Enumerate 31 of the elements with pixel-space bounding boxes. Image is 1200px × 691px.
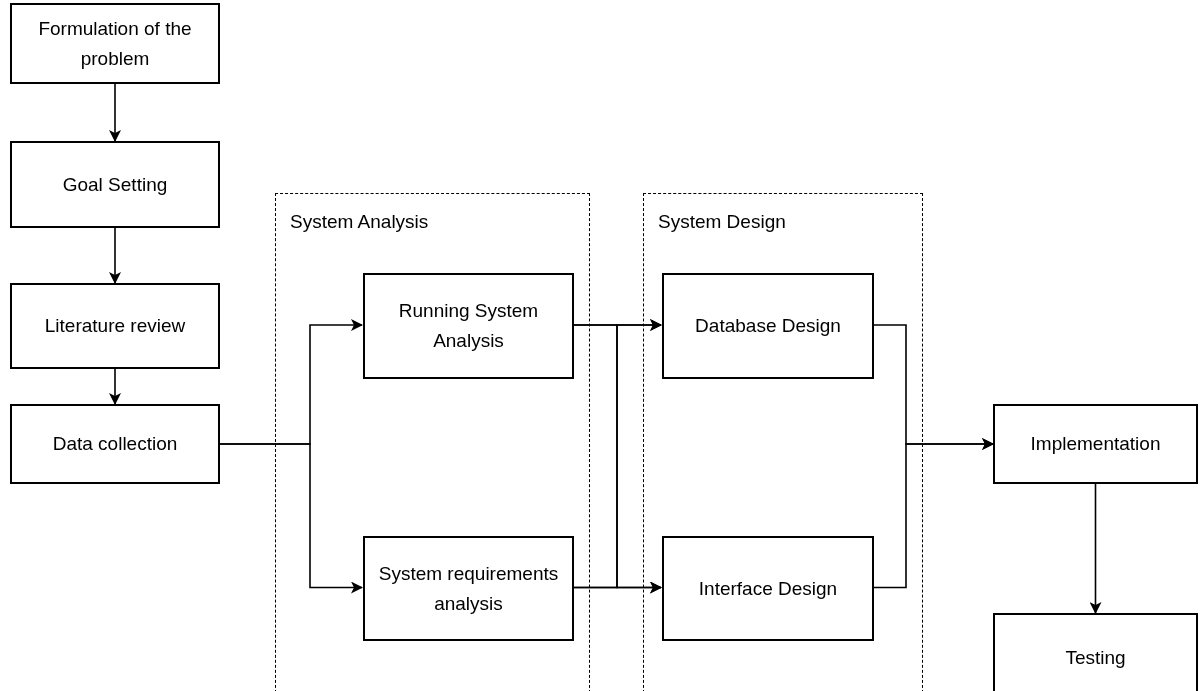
process-box: [993, 613, 1198, 691]
process-box: [10, 3, 220, 84]
box-label: Interface Design: [698, 576, 838, 601]
arrow: [219, 443, 363, 594]
arrow: [109, 227, 121, 284]
box-label: Goal Setting: [62, 172, 168, 197]
group-title: System Analysis: [290, 210, 429, 234]
group-title: System Design: [658, 210, 786, 234]
process-box: [363, 273, 574, 379]
box-label: Data collection: [52, 432, 178, 456]
group-frame: [275, 193, 590, 691]
process-box: [363, 536, 574, 641]
process-box: [662, 273, 874, 379]
box-label: System requirements analysis: [377, 561, 560, 616]
group-frame: [643, 193, 923, 691]
arrow: [109, 368, 121, 405]
arrow: [1089, 483, 1102, 614]
arrow: [109, 83, 121, 142]
arrow: [872, 438, 994, 589]
process-box: [993, 404, 1198, 484]
arrow: [572, 581, 662, 594]
box-label: Running System Analysis: [397, 299, 540, 353]
box-label: Formulation of the problem: [37, 16, 193, 71]
box-label: Testing: [1065, 646, 1126, 670]
box-label: Literature review: [44, 314, 186, 338]
box-label: Database Design: [695, 314, 841, 338]
process-box: [10, 404, 220, 484]
process-box: [10, 141, 220, 228]
box-label: Implementation: [1030, 432, 1161, 456]
process-box: [10, 283, 220, 369]
process-box: [662, 536, 874, 641]
